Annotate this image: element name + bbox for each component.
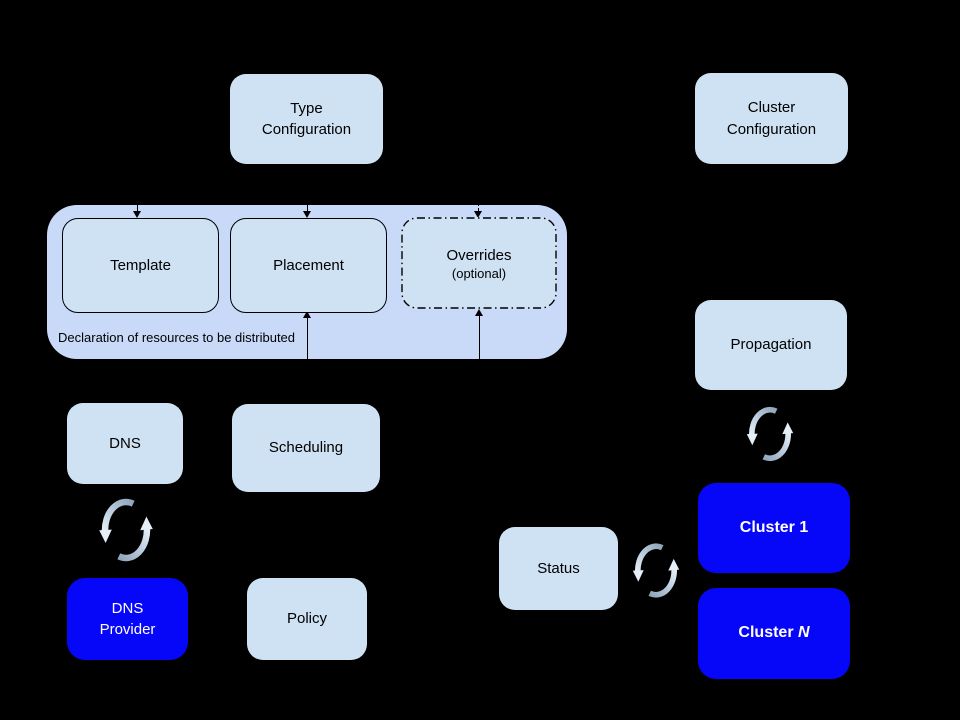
node-cluster-1: Cluster 1	[698, 483, 850, 573]
node-cluster-n-suffix: N	[798, 624, 810, 642]
sync-cycle-icon-propagation	[746, 406, 794, 462]
arrow-head-to-overrides	[474, 211, 482, 218]
node-type-configuration-label: Type Configuration	[261, 99, 352, 138]
arrow-head-up-into-overrides	[475, 309, 483, 316]
arrow-head-up-into-placement	[303, 311, 311, 318]
node-scheduling-label: Scheduling	[268, 439, 344, 457]
node-overrides-sublabel: (optional)	[451, 265, 507, 281]
node-propagation-label: Propagation	[730, 336, 812, 354]
node-dns-label: DNS	[109, 434, 141, 452]
sync-cycle-icon-status	[632, 543, 680, 598]
arrow-line-to-template	[137, 204, 138, 211]
node-cluster-configuration-label: Cluster Configuration	[726, 99, 817, 138]
node-propagation: Propagation	[695, 300, 847, 390]
node-cluster-n-prefix: Cluster	[738, 624, 798, 642]
node-overrides: Overrides (optional)	[401, 217, 557, 309]
node-template-label: Template	[110, 256, 171, 274]
node-type-configuration: Type Configuration	[230, 74, 383, 164]
node-cluster-1-label: Cluster 1	[739, 518, 809, 536]
node-cluster-n: Cluster N	[698, 588, 850, 679]
arrow-line-up-into-overrides	[479, 316, 480, 359]
node-dns-provider: DNS Provider	[67, 578, 188, 660]
node-scheduling: Scheduling	[232, 404, 380, 492]
declaration-group-caption: Declaration of resources to be distribut…	[58, 330, 296, 345]
node-cluster-n-label: Cluster N	[738, 622, 809, 645]
arrow-head-to-placement	[303, 211, 311, 218]
node-cluster-configuration: Cluster Configuration	[695, 73, 848, 164]
node-policy: Policy	[247, 578, 367, 660]
node-placement-label: Placement	[273, 256, 344, 274]
arrow-line-to-overrides-dashed	[478, 203, 479, 211]
node-placement: Placement	[230, 218, 387, 313]
sync-cycle-icon-dns	[99, 498, 153, 562]
node-overrides-label: Overrides	[446, 247, 512, 265]
node-template: Template	[62, 218, 219, 313]
node-dns-provider-label: DNS Provider	[99, 599, 156, 638]
arrow-line-up-into-placement	[307, 318, 308, 359]
node-dns: DNS	[67, 403, 183, 484]
dash-dot-border	[401, 217, 557, 309]
arrow-head-to-template	[133, 211, 141, 218]
node-status: Status	[499, 527, 618, 610]
node-overrides-text: Overrides (optional)	[446, 245, 511, 281]
node-status-label: Status	[537, 559, 580, 577]
node-overrides-fill	[401, 217, 557, 309]
node-policy-label: Policy	[286, 610, 327, 628]
arrow-line-to-placement	[307, 204, 308, 211]
